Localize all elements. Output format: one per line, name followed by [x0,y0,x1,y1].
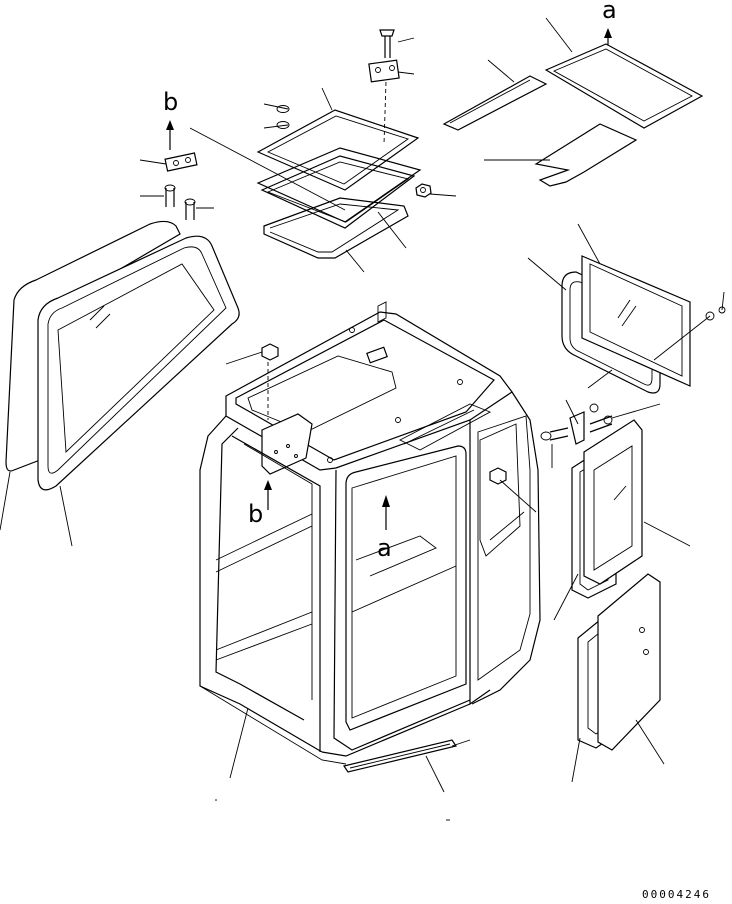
seal-strip-frame [534,123,638,187]
door-glass [583,419,643,585]
roof-hatch-glass [256,109,420,191]
latch-bolt-2 [184,198,196,220]
side-glass [37,235,240,491]
bottom-seal-strip [343,739,457,773]
latch-bolt-1 [164,184,176,207]
hatch-bolt [379,29,395,58]
rear-window-panel [544,43,704,129]
hatch-washers [276,105,290,129]
side-glass-seal [5,220,181,472]
reference-arrow-b-mid: b [248,480,272,528]
door-bolt-1 [540,427,569,441]
door-bracket [569,403,613,445]
reference-arrow-b-top: b [163,88,178,150]
cab-frame [199,301,541,765]
roof-hatch-seal [263,197,409,259]
label-a-mid: a [377,534,392,562]
hatch-latch [164,152,198,172]
drawing-code: 00004246 [642,888,711,901]
label-b-top: b [163,88,178,116]
label-b-mid: b [248,500,263,528]
reference-arrow-a-mid: a [377,495,392,562]
label-a-top: a [602,0,617,24]
roof-hatch-frame [256,147,422,229]
leader-lines [0,17,725,793]
seal-strip-long [442,75,548,131]
dot-mark-left [215,799,217,801]
hatch-nut [415,183,432,198]
door-bolt-2 [589,415,613,433]
cab-mount-bolt [261,343,279,420]
cab-side-nut [489,467,507,485]
lower-door-panel [597,573,661,751]
hatch-hinge [368,59,400,83]
